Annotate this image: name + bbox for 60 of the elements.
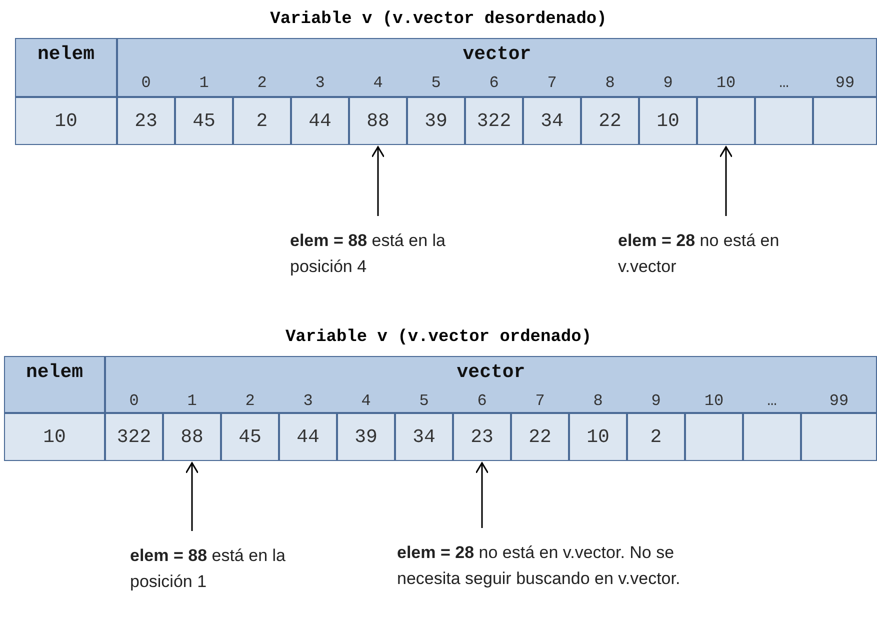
index-label: 2 — [256, 74, 268, 94]
index-label: 99 — [834, 74, 856, 94]
index-label: 2 — [244, 392, 256, 412]
arrow — [371, 146, 385, 216]
value-cell: 23 — [117, 97, 175, 145]
index-label: 7 — [534, 392, 546, 412]
index-label: 5 — [418, 392, 430, 412]
index-label: 3 — [314, 74, 326, 94]
header-cell: nelem — [15, 38, 117, 97]
value-cell: 22 — [511, 413, 569, 461]
index-label: 10 — [715, 74, 737, 94]
value-cell: 39 — [407, 97, 465, 145]
index-label: 0 — [128, 392, 140, 412]
value-cell: 44 — [291, 97, 349, 145]
arrow — [719, 146, 733, 216]
index-label: 1 — [186, 392, 198, 412]
index-label: 8 — [592, 392, 604, 412]
index-label: 4 — [360, 392, 372, 412]
note-text: elem = 28 no está en v.vector. No se necesita seguir buscando en v.vector. — [397, 540, 742, 592]
index-label: 99 — [828, 392, 850, 412]
value-cell: 10 — [569, 413, 627, 461]
value-cell: 45 — [221, 413, 279, 461]
index-label: 9 — [662, 74, 674, 94]
value-cell: 322 — [465, 97, 523, 145]
value-cell: 10 — [15, 97, 117, 145]
index-label: 7 — [546, 74, 558, 94]
value-cell: 322 — [105, 413, 163, 461]
value-cell: 22 — [581, 97, 639, 145]
value-cell: 2 — [627, 413, 685, 461]
value-cell: 45 — [175, 97, 233, 145]
table-title: Variable v (v.vector ordenado) — [284, 328, 593, 349]
note-text: elem = 88 está en la posición 1 — [130, 543, 305, 595]
index-label: … — [778, 74, 790, 94]
value-cell: 88 — [349, 97, 407, 145]
table-title: Variable v (v.vector desordenado) — [269, 10, 608, 31]
value-cell: 2 — [233, 97, 291, 145]
value-cell: 23 — [453, 413, 511, 461]
index-label: 4 — [372, 74, 384, 94]
value-cell: 34 — [395, 413, 453, 461]
arrow — [475, 462, 489, 528]
value-cell: 34 — [523, 97, 581, 145]
value-cell: 44 — [279, 413, 337, 461]
note-text: elem = 28 no está en v.vector — [618, 228, 793, 280]
index-label: 10 — [703, 392, 725, 412]
value-cell: 88 — [163, 413, 221, 461]
value-cell: 39 — [337, 413, 395, 461]
index-label: 3 — [302, 392, 314, 412]
header-cell: nelem — [4, 356, 105, 413]
value-cell: 10 — [4, 413, 105, 461]
index-label: 9 — [650, 392, 662, 412]
index-label: 6 — [476, 392, 488, 412]
index-label: 8 — [604, 74, 616, 94]
note-text: elem = 88 está en la posición 4 — [290, 228, 465, 280]
arrow — [185, 462, 199, 531]
index-label: 6 — [488, 74, 500, 94]
index-label: 0 — [140, 74, 152, 94]
index-label: … — [766, 392, 778, 412]
value-cell: 10 — [639, 97, 697, 145]
index-label: 5 — [430, 74, 442, 94]
index-label: 1 — [198, 74, 210, 94]
